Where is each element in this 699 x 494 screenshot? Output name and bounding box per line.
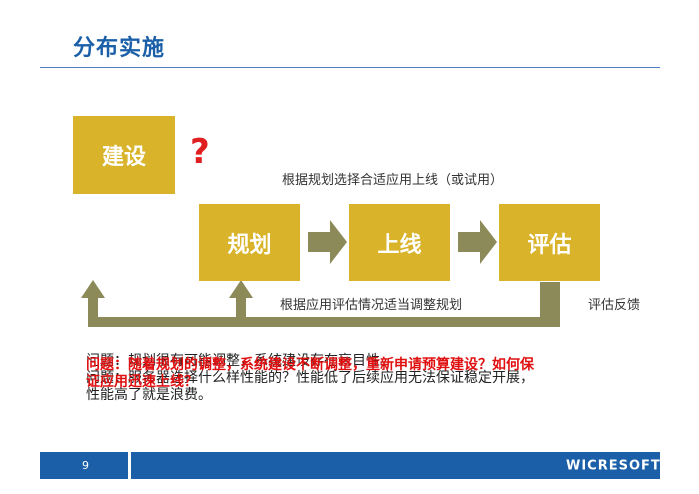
feedback-loop	[88, 282, 560, 327]
feedback-arrowhead-guihua	[229, 280, 253, 298]
footer-bar	[40, 452, 660, 479]
page-number: 9	[82, 459, 89, 472]
issue-line: 问题：服务器选择什么样性能的？性能低了后续应用无法保证稳定开展，	[86, 370, 534, 386]
feedback-arrowhead-left	[81, 280, 105, 298]
warning-line: 问题：随着规划的调整，系统建设不断调整，重新申请预算建设？如何保	[86, 357, 534, 373]
logo-registered-mark: ®	[660, 458, 669, 466]
warning-line: 证应用迅速上线？	[86, 374, 198, 390]
logo-text: WICRESOFT	[566, 458, 661, 474]
slide-title: 分布实施	[73, 36, 166, 61]
arrow-guihua-to-shangxian	[308, 220, 347, 264]
step-box-jianshe: 建设	[73, 116, 175, 194]
issue-line: 性能高了就是浪费。	[86, 387, 212, 403]
footer-separator	[128, 452, 131, 479]
note-deploy: 根据规划选择合适应用上线（或试用）	[282, 173, 504, 188]
title-divider	[40, 67, 660, 68]
note-adjust: 根据应用评估情况适当调整规划	[280, 298, 463, 313]
step-box-pinggu: 评估	[499, 204, 600, 281]
step-box-shangxian: 上线	[349, 204, 450, 281]
warning-paragraph: 问题：随着规划的调整，系统建设不断调整，重新申请预算建设？如何保 证应用迅速上线…	[86, 357, 534, 391]
step-box-guihua: 规划	[199, 204, 300, 281]
arrow-shangxian-to-pinggu	[458, 220, 497, 264]
issue-line: 问题：规划很有可能调整，系统建设存在盲目性。	[86, 353, 394, 369]
question-mark-icon: ?	[190, 132, 210, 172]
company-logo: WICRESOFT®	[566, 458, 669, 473]
issue-paragraph: 问题：规划很有可能调整，系统建设存在盲目性。 问题：服务器选择什么样性能的？性能…	[86, 353, 534, 404]
note-feedback: 评估反馈	[588, 298, 641, 313]
